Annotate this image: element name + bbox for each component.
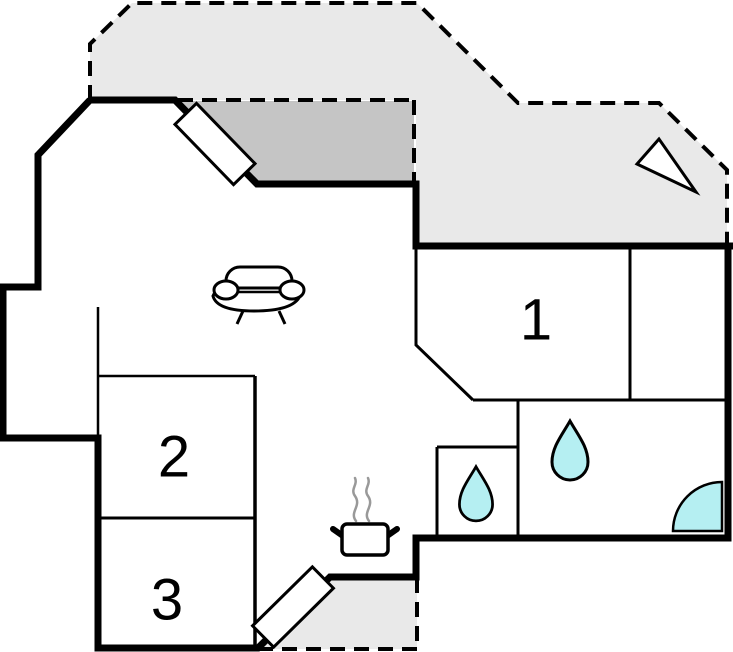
door-swing-icon [671, 480, 724, 533]
terrace-bottom-dashed-border [259, 578, 419, 651]
compass-arrow-icon [634, 136, 701, 196]
sofa-icon [211, 265, 306, 325]
terrace-bottom-area [259, 577, 417, 649]
room-2-label: 2 [158, 425, 190, 490]
terrace-top-area [90, 3, 727, 245]
water-drop-large-icon [550, 417, 590, 482]
terrace-covered-dashed-border [178, 98, 416, 184]
room-3-label: 3 [151, 568, 183, 633]
stove-pot-icon [330, 476, 400, 557]
terrace-top-dashed-border [88, 0, 729, 243]
window-bottom-icon [250, 564, 336, 650]
room-1-label: 1 [520, 288, 552, 353]
bathroom-walls [435, 400, 520, 537]
bedroom1-walls [414, 247, 727, 402]
window-top-icon [172, 101, 258, 187]
water-drop-small-icon [458, 463, 494, 523]
outer-walls [0, 96, 733, 652]
terrace-covered-area [177, 101, 414, 184]
